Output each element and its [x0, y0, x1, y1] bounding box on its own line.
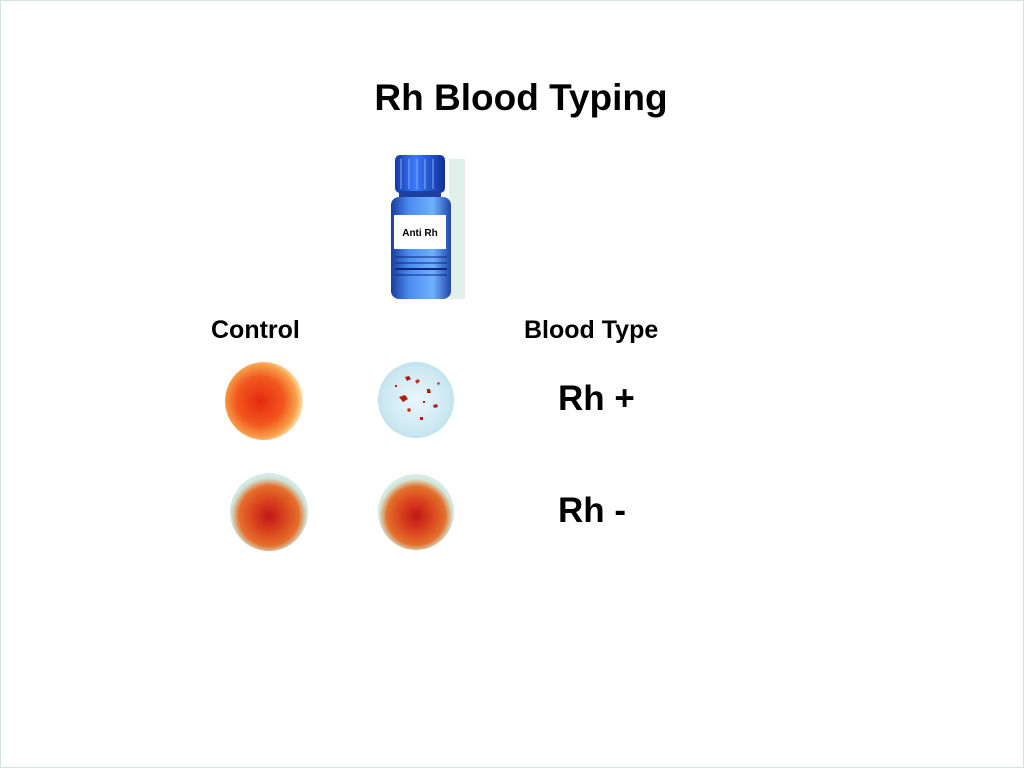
control-sample-rh-positive	[225, 362, 303, 440]
control-sample-rh-negative	[230, 473, 308, 551]
anti-rh-sample-agglutinated	[378, 362, 454, 438]
anti-rh-bottle-image: Anti Rh	[391, 155, 465, 299]
anti-rh-sample-no-agglutination	[378, 474, 454, 550]
control-column-header: Control	[211, 316, 300, 344]
slide-title: Rh Blood Typing	[374, 77, 668, 118]
result-label-rh-positive: Rh +	[558, 379, 635, 418]
bottle-label-text: Anti Rh	[402, 228, 438, 239]
result-label-rh-negative: Rh -	[558, 491, 627, 530]
blood-type-column-header: Blood Type	[524, 316, 659, 344]
